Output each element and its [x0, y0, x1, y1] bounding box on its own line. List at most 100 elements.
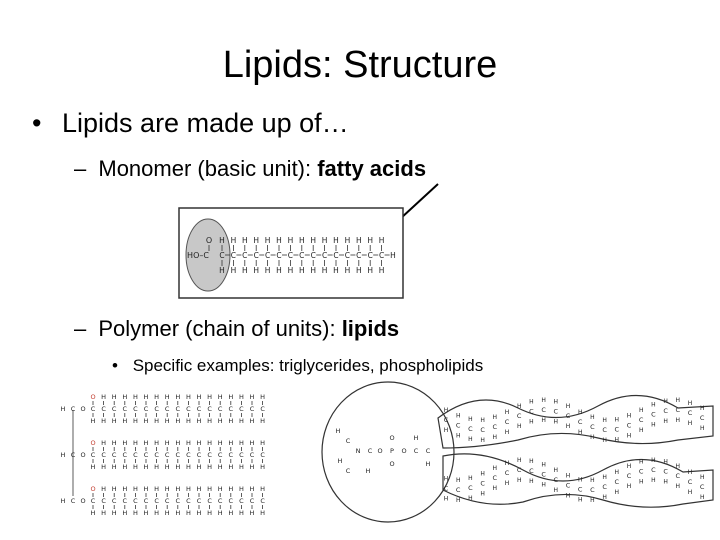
tail-carbon: C	[529, 408, 534, 416]
carbon-atom: C	[250, 497, 255, 505]
carbon-atom: C	[112, 451, 117, 459]
hydrogen-atom: H	[379, 236, 385, 245]
carbonyl-oxygen: O	[90, 439, 95, 447]
hydrogen-atom: H	[175, 485, 180, 493]
tail-carbon: C	[517, 466, 522, 474]
carbon-atom: C	[311, 251, 316, 260]
hydrogen-atom: H	[218, 439, 223, 447]
carbon-atom: C	[101, 497, 106, 505]
hydrogen-atom: H	[122, 485, 127, 493]
carbon-atom: C	[242, 251, 247, 260]
hydrogen-atom: H	[91, 463, 96, 471]
hydrogen-atom: H	[627, 433, 632, 440]
bullet-marker: •	[112, 356, 118, 375]
hydrogen-atom: H	[517, 403, 522, 410]
tail-carbon: C	[627, 472, 632, 480]
hydrogen-atom: H	[578, 476, 583, 483]
hydrogen-atom: H	[288, 266, 294, 275]
hydrogen-atom: H	[133, 509, 138, 517]
hydrogen-atom: H	[663, 459, 668, 466]
hydrogen-atom: H	[231, 236, 237, 245]
carbon-atom: C	[123, 497, 128, 505]
hydrogen-atom: H	[554, 399, 559, 406]
hydrogen-atom: H	[505, 409, 510, 416]
hydrogen-atom: H	[239, 485, 244, 493]
hydrogen-atom: H	[101, 485, 106, 493]
carbon-atom: C	[186, 451, 191, 459]
tail-carbon: C	[468, 425, 473, 433]
hydrogen-atom: H	[186, 393, 191, 401]
hydrogen-atom: H	[480, 437, 485, 444]
hydrogen-atom: H	[493, 485, 498, 492]
tail-carbon: C	[541, 406, 546, 414]
hydrogen-atom: H	[165, 417, 170, 425]
hydrogen-atom: H	[590, 477, 595, 484]
hydrogen-atom: H	[456, 477, 461, 484]
hydrogen-atom: H	[260, 439, 265, 447]
tail-carbon: C	[480, 480, 485, 488]
carbon-atom: C	[250, 405, 255, 413]
hydrogen-atom: H	[345, 236, 351, 245]
carbonyl-oxygen: O	[90, 393, 95, 401]
carbon-atom: C	[112, 497, 117, 505]
carbon-atom: C	[218, 405, 223, 413]
carbon-atom: C	[239, 405, 244, 413]
carbon-atom: C	[239, 497, 244, 505]
hydrogen-atom: H	[260, 463, 265, 471]
hydrogen-atom: H	[250, 439, 255, 447]
carbon-atom: C	[219, 251, 224, 260]
hydrogen-atom: H	[602, 474, 607, 481]
ester-oxygen: O	[80, 405, 85, 413]
carbon-atom: C	[176, 497, 181, 505]
hydrogen-atom: H	[615, 489, 620, 496]
hydrogen-atom: H	[218, 393, 223, 401]
tail-carbon: C	[541, 471, 546, 479]
hydrogen-atom: H	[602, 417, 607, 424]
tail-carbon: C	[493, 423, 498, 431]
monomer-term: fatty acids	[317, 156, 427, 181]
hydrogen-atom: H	[493, 414, 498, 421]
hydrogen-atom: H	[529, 478, 534, 485]
hydrogen-atom: H	[615, 416, 620, 423]
hydrogen-atom: H	[144, 485, 149, 493]
dash-marker: –	[74, 156, 87, 181]
bullet-lipids: • Lipids are made up of…	[32, 108, 349, 139]
carbon-atom: C	[91, 405, 96, 413]
carbon-atom: C	[165, 497, 170, 505]
hydrogen-atom: H	[260, 485, 265, 493]
carbon-atom: C	[260, 497, 265, 505]
tail-carbon: C	[517, 412, 522, 420]
carbon-atom: C	[112, 405, 117, 413]
hydrogen-atom: H	[250, 485, 255, 493]
hydrogen-atom: H	[541, 397, 546, 404]
carbon-atom: C	[165, 451, 170, 459]
tail-carbon: C	[480, 426, 485, 434]
hydrogen-atom: H	[566, 473, 571, 480]
head-atom: P	[390, 447, 394, 455]
head-atom: C	[346, 437, 351, 445]
hydrogen-atom: H	[566, 423, 571, 430]
carbon-atom: C	[265, 251, 270, 260]
hydrogen-atom: H	[207, 485, 212, 493]
hydrogen-atom: H	[322, 266, 328, 275]
hydrogen-atom: H	[367, 266, 373, 275]
head-atom: H	[338, 457, 343, 465]
hydrogen-atom: H	[578, 409, 583, 416]
hydrogen-atom: H	[133, 417, 138, 425]
hydrogen-atom: H	[197, 439, 202, 447]
head-atom: H	[366, 467, 371, 475]
hydrogen-atom: H	[688, 400, 693, 407]
hydrogen-atom: H	[676, 397, 681, 404]
tail-carbon: C	[578, 418, 583, 426]
hydrogen-atom: H	[228, 439, 233, 447]
hydrogen-atom: H	[133, 439, 138, 447]
hydrogen-atom: H	[154, 485, 159, 493]
carbon-atom: C	[165, 405, 170, 413]
hydrogen-atom: H	[379, 266, 385, 275]
hydrogen-atom: H	[165, 463, 170, 471]
hydrogen-atom: H	[112, 463, 117, 471]
hydrogen-atom: H	[207, 439, 212, 447]
hydrogen-atom: H	[228, 417, 233, 425]
head-atom: C	[414, 447, 419, 455]
